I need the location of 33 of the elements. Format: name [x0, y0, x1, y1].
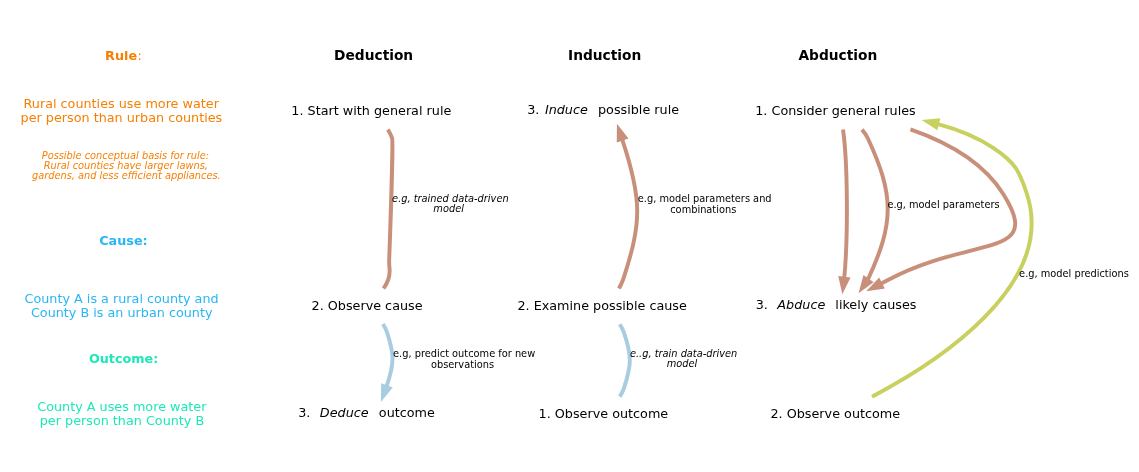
- arrow: [866, 127, 1017, 292]
- node-text: 2. Observe outcome: [770, 405, 901, 421]
- connector: [618, 323, 632, 398]
- edge-label: e..g, train data-driven model: [629, 348, 738, 370]
- edge-label: e.g, trained data-driven model: [392, 193, 509, 214]
- label: Induction: [568, 47, 642, 64]
- edge-label: e.g, model parameters and combinations: [637, 193, 772, 215]
- label: Deduction: [334, 47, 414, 64]
- label: Rule:: [105, 47, 142, 63]
- node-text: 2. Observe cause: [311, 297, 423, 313]
- node-text: 3. Deduce outcome: [298, 404, 435, 420]
- label: Abduction: [798, 47, 878, 64]
- label: Possible conceptual basis for rule: Rural counties have larger lawns, gardens, and less efficient appliances.: [31, 149, 221, 181]
- label: County A is a rural county and County B is an urban county: [24, 290, 219, 320]
- label: County A uses more water per person than County B: [37, 398, 207, 428]
- edge-label: e.g, model parameters: [887, 198, 1000, 210]
- node-text: 2. Examine possible cause: [517, 297, 687, 313]
- node-text: 1. Start with general rule: [291, 103, 452, 119]
- connector: [381, 128, 395, 290]
- node-text: 3. Abduce likely causes: [755, 296, 917, 312]
- arrow: [871, 118, 1034, 399]
- label: Outcome:: [88, 350, 159, 366]
- arrow: [380, 323, 395, 402]
- label: Rural counties use more water per person than urban counties: [20, 96, 223, 125]
- node-text: 1. Consider general rules: [755, 103, 916, 119]
- arrow: [616, 123, 640, 290]
- edge-label: e.g, model predictions: [1019, 267, 1129, 279]
- edge-label: e.g, predict outcome for new observations: [393, 348, 536, 371]
- node-text: 3. Induce possible rule: [527, 102, 680, 118]
- arrow: [838, 129, 851, 295]
- arrow: [858, 128, 890, 294]
- label: Cause:: [99, 232, 148, 248]
- node-text: 1. Observe outcome: [538, 405, 669, 421]
